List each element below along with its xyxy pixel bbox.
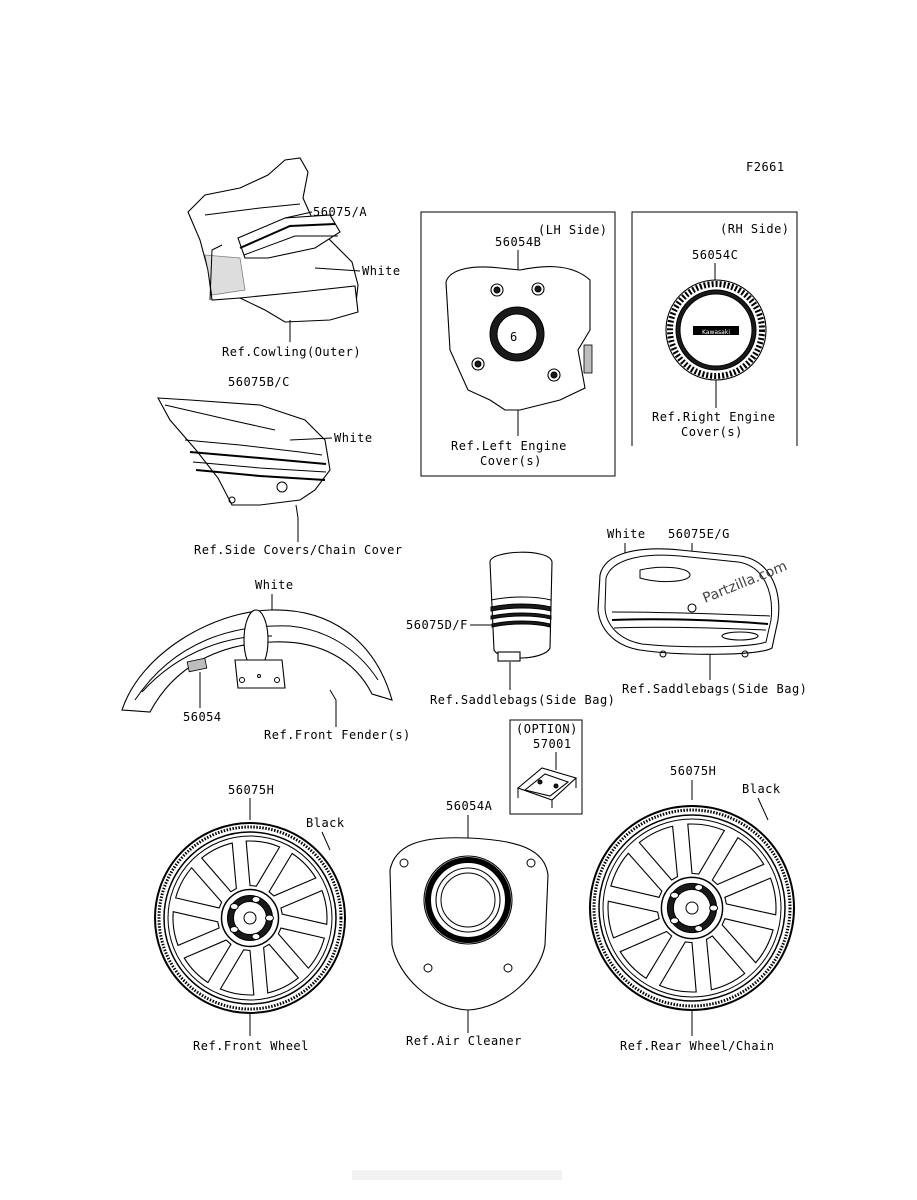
hub-hole: [229, 925, 239, 933]
wheel-spoke-window: [245, 840, 281, 887]
ref-right-engine-line1: Ref.Right Engine: [652, 410, 776, 424]
ref-left-engine-line2: Cover(s): [480, 454, 542, 468]
lh-side-panel-frame: [420, 211, 616, 477]
wheel-spoke-window: [638, 825, 679, 881]
wheel-spoke-window: [174, 866, 223, 909]
hub-hole: [251, 933, 261, 941]
leader-white-side: [289, 437, 333, 441]
hub-hole: [251, 895, 261, 903]
side-cover-part: [157, 397, 331, 506]
copyright-fine-print: [352, 1170, 562, 1180]
ref-cowling-outer: Ref.Cowling(Outer): [222, 345, 361, 359]
callout-56054: 56054: [183, 710, 222, 724]
right-engine-badge-text: Kawasaki: [702, 329, 730, 336]
left-engine-cover-part: [445, 266, 593, 420]
callout-56075DF: 56075D/F: [406, 618, 468, 632]
callout-56054B: 56054B: [495, 235, 541, 249]
callout-56054C: 56054C: [692, 248, 738, 262]
callout-56075A: 56075/A: [313, 205, 367, 219]
saddlebag-side-part: [597, 548, 780, 658]
wheel-spoke-window: [268, 852, 317, 897]
leader-black-rear: [757, 797, 769, 821]
callout-57001: 57001: [533, 737, 572, 751]
wheel-spoke-window: [658, 941, 697, 993]
leader-white-cowling: [314, 267, 361, 272]
callout-white-cowling: White: [362, 264, 401, 278]
callout-white-saddlebag: White: [607, 527, 646, 541]
option-stand-part: [516, 767, 578, 808]
wheel-spoke-window: [724, 877, 777, 916]
left-engine-badge-text: 6: [510, 330, 518, 344]
rh-side-label: (RH Side): [720, 222, 790, 236]
ref-saddlebag-left: Ref.Saddlebags(Side Bag): [430, 693, 615, 707]
callout-black-front: Black: [306, 816, 345, 830]
leader-56075A: [284, 211, 313, 219]
wheel-spoke-window: [687, 823, 726, 875]
front-wheel-part: [154, 822, 346, 1014]
leader-black-front: [321, 831, 331, 851]
rear-wheel-part: [589, 805, 795, 1011]
callout-56054A: 56054A: [446, 799, 493, 813]
option-label: (OPTION): [516, 722, 578, 736]
ref-air-cleaner: Ref.Air Cleaner: [406, 1034, 522, 1048]
ref-front-fender: Ref.Front Fender(s): [264, 728, 411, 742]
ref-right-engine-line2: Cover(s): [681, 425, 743, 439]
hub-hole: [694, 925, 704, 933]
wheel-spoke-window: [172, 911, 220, 947]
wheel-spoke-window: [711, 836, 765, 886]
wheel-spoke-window: [705, 935, 746, 991]
wheel-spoke-window: [610, 852, 663, 898]
wheel-spoke-window: [721, 918, 774, 964]
wheel-spoke-window: [219, 949, 255, 996]
ref-front-wheel: Ref.Front Wheel: [193, 1039, 309, 1053]
wheel-spoke-window: [183, 939, 232, 984]
ref-saddlebag-right: Ref.Saddlebags(Side Bag): [622, 682, 807, 696]
wheel-spoke-window: [280, 889, 328, 925]
right-engine-cover-part: [665, 279, 767, 381]
front-fender-part: [121, 609, 393, 713]
hub-hole: [670, 891, 680, 899]
hub-hole: [694, 883, 704, 891]
figure-code: F2661: [746, 160, 785, 174]
callout-56075H-front: 56075H: [228, 783, 274, 797]
option-box-frame: [509, 719, 583, 815]
hub-hole: [670, 917, 680, 925]
leader-ref-fender: [329, 689, 337, 727]
callout-56075EG: 56075E/G: [668, 527, 730, 541]
wheel-spoke-window: [607, 900, 660, 939]
callout-white-fender: White: [255, 578, 294, 592]
hub-hole: [229, 903, 239, 911]
lh-side-label: (LH Side): [538, 223, 608, 237]
hub-hole: [265, 914, 274, 922]
callout-56075BC: 56075B/C: [228, 375, 290, 389]
callout-56075H-rear: 56075H: [670, 764, 716, 778]
rh-side-panel-frame: [631, 211, 798, 446]
hub-hole: [709, 904, 719, 912]
cowling-outer-part: [187, 157, 359, 323]
wheel-spoke-window: [619, 930, 673, 980]
ref-left-engine-line1: Ref.Left Engine: [451, 439, 567, 453]
saddlebag-rear-part: [489, 551, 553, 662]
leader-ref-side: [295, 504, 299, 542]
ref-side-covers: Ref.Side Covers/Chain Cover: [194, 543, 403, 557]
wheel-spoke-window: [263, 943, 300, 994]
air-cleaner-part: [389, 837, 549, 1011]
wheel-spoke-window: [200, 842, 237, 893]
ref-rear-wheel: Ref.Rear Wheel/Chain: [620, 1039, 775, 1053]
callout-black-rear: Black: [742, 782, 781, 796]
callout-white-side: White: [334, 431, 373, 445]
wheel-spoke-window: [277, 927, 326, 970]
